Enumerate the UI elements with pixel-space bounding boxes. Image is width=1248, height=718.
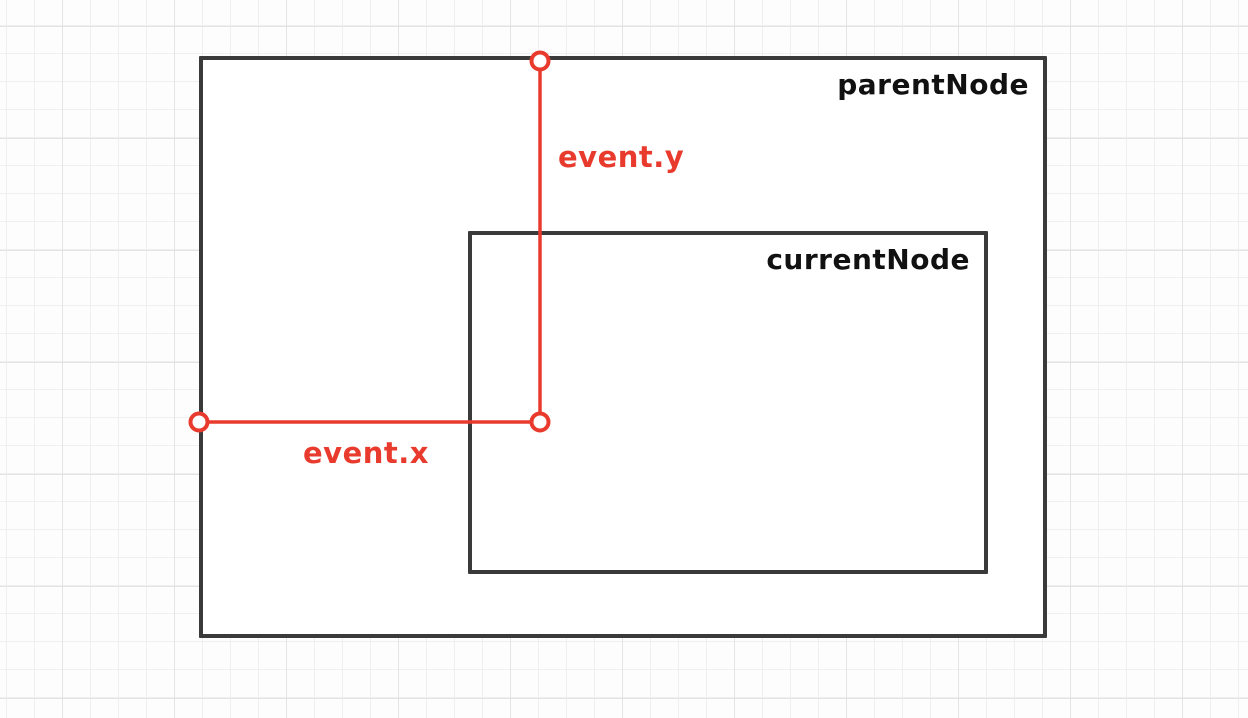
current-node-label: currentNode bbox=[766, 243, 970, 276]
event-x-label: event.x bbox=[303, 436, 429, 470]
current-node-box: currentNode bbox=[468, 231, 988, 574]
event-y-label: event.y bbox=[558, 140, 685, 174]
parent-node-label: parentNode bbox=[837, 68, 1029, 101]
